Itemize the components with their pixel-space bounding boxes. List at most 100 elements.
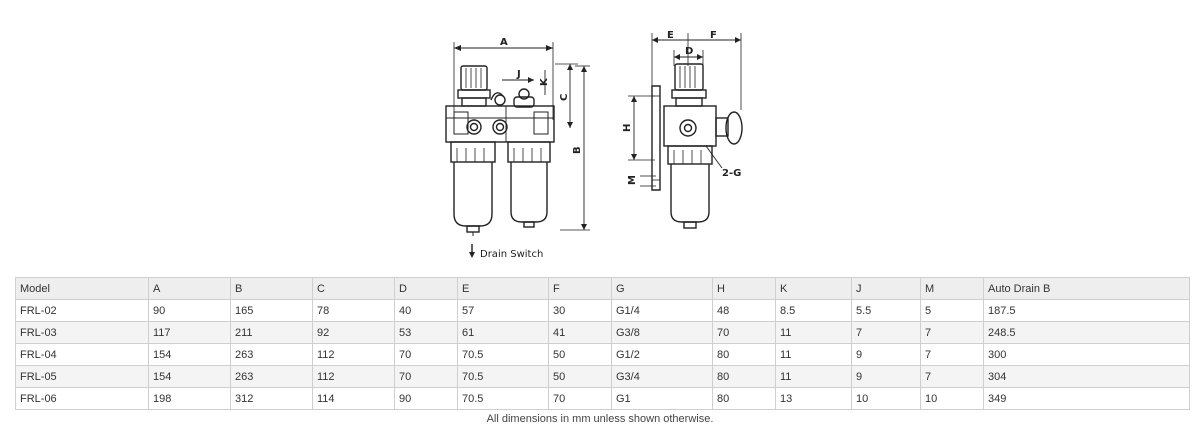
table-cell: 8.5 [775,299,852,322]
table-cell: 114 [312,387,395,410]
table-cell: 112 [312,343,395,366]
table-cell: 112 [312,365,395,388]
table-cell: 70 [712,321,776,344]
table-cell: 57 [457,299,549,322]
table-cell: 5.5 [851,299,921,322]
table-cell: 187.5 [983,299,1190,322]
column-header-k: K [775,277,852,300]
column-header-f: F [548,277,612,300]
footnote: All dimensions in mm unless shown otherw… [486,413,714,425]
frl-dimension-drawing: A J K C B [445,30,743,260]
front-view: A J K C B [445,37,590,260]
table-cell: G1/4 [611,299,713,322]
table-cell: 11 [775,343,852,366]
drain-switch-caption: Drain Switch [480,249,543,260]
table-cell: 117 [148,321,231,344]
dim-label-a: A [500,37,508,48]
table-cell: 7 [920,365,984,388]
table-cell: 78 [312,299,395,322]
table-cell: G1/2 [611,343,713,366]
dim-label-h: H [622,124,633,132]
column-header-e: E [457,277,549,300]
table-cell: 90 [148,299,231,322]
column-header-h: H [712,277,776,300]
table-cell: 263 [230,343,313,366]
table-cell: 80 [712,365,776,388]
table-row: FRL-02 90 165 78 40 57 30 G1/4 48 8.5 5.… [15,299,1190,322]
table-cell: 248.5 [983,321,1190,344]
table-cell: 48 [712,299,776,322]
table-cell: 70 [394,365,458,388]
table-cell: 70.5 [457,387,549,410]
table-cell: 10 [920,387,984,410]
table-cell: FRL-04 [15,343,149,366]
table-cell: 92 [312,321,395,344]
column-header-a: A [148,277,231,300]
down-arrow-icon [469,244,475,258]
column-header-m: M [920,277,984,300]
column-header-model: Model [15,277,149,300]
table-cell: 349 [983,387,1190,410]
table-row: FRL-03 117 211 92 53 61 41 G3/8 70 11 7 … [15,321,1190,344]
side-view: E F D H M [622,30,743,229]
column-header-b: B [230,277,313,300]
table-header-row: Model A B C D E F G H K J M Auto Drain B [15,277,1190,300]
table-cell: 211 [230,321,313,344]
table-cell: 10 [851,387,921,410]
table-cell: 90 [394,387,458,410]
table-cell: 263 [230,365,313,388]
dim-label-k: K [539,77,550,86]
dim-label-d: D [685,46,693,57]
table-row: FRL-05 154 263 112 70 70.5 50 G3/4 80 11… [15,365,1190,388]
column-header-g: G [611,277,713,300]
table-cell: 154 [148,365,231,388]
table-cell: G1 [611,387,713,410]
table-cell: 7 [920,321,984,344]
dim-label-f: F [710,30,717,41]
table-cell: 70 [548,387,612,410]
dim-label-e: E [667,30,674,41]
table-cell: 80 [712,343,776,366]
dimensions-table: Model A B C D E F G H K J M Auto Drain B… [15,277,1190,410]
table-cell: 7 [851,321,921,344]
table-cell: 300 [983,343,1190,366]
dim-label-2g: 2-G [722,168,741,179]
table-cell: 198 [148,387,231,410]
dim-label-m: M [627,175,638,185]
table-cell: 312 [230,387,313,410]
table-cell: 9 [851,343,921,366]
table-cell: FRL-02 [15,299,149,322]
table-cell: FRL-05 [15,365,149,388]
dim-label-c: C [559,94,570,101]
table-cell: 61 [457,321,549,344]
table-cell: 304 [983,365,1190,388]
table-row: FRL-06 198 312 114 90 70.5 70 G1 80 13 1… [15,387,1190,410]
table-row: FRL-04 154 263 112 70 70.5 50 G1/2 80 11… [15,343,1190,366]
table-cell: 154 [148,343,231,366]
table-cell: 11 [775,365,852,388]
table-cell: 30 [548,299,612,322]
table-cell: 41 [548,321,612,344]
table-cell: 70 [394,343,458,366]
table-cell: 70.5 [457,343,549,366]
table-cell: G3/4 [611,365,713,388]
table-cell: FRL-03 [15,321,149,344]
table-cell: 5 [920,299,984,322]
table-cell: G3/8 [611,321,713,344]
dim-label-b: B [572,146,583,154]
table-cell: 11 [775,321,852,344]
column-header-j: J [851,277,921,300]
technical-drawing: A J K C B [445,30,743,260]
table-cell: 70.5 [457,365,549,388]
table-cell: 165 [230,299,313,322]
table-cell: 50 [548,365,612,388]
table-cell: 80 [712,387,776,410]
dim-label-j: J [516,69,521,80]
table-cell: 53 [394,321,458,344]
table-cell: 50 [548,343,612,366]
column-header-c: C [312,277,395,300]
table-cell: 7 [920,343,984,366]
column-header-d: D [394,277,458,300]
table-cell: 13 [775,387,852,410]
table-cell: FRL-06 [15,387,149,410]
